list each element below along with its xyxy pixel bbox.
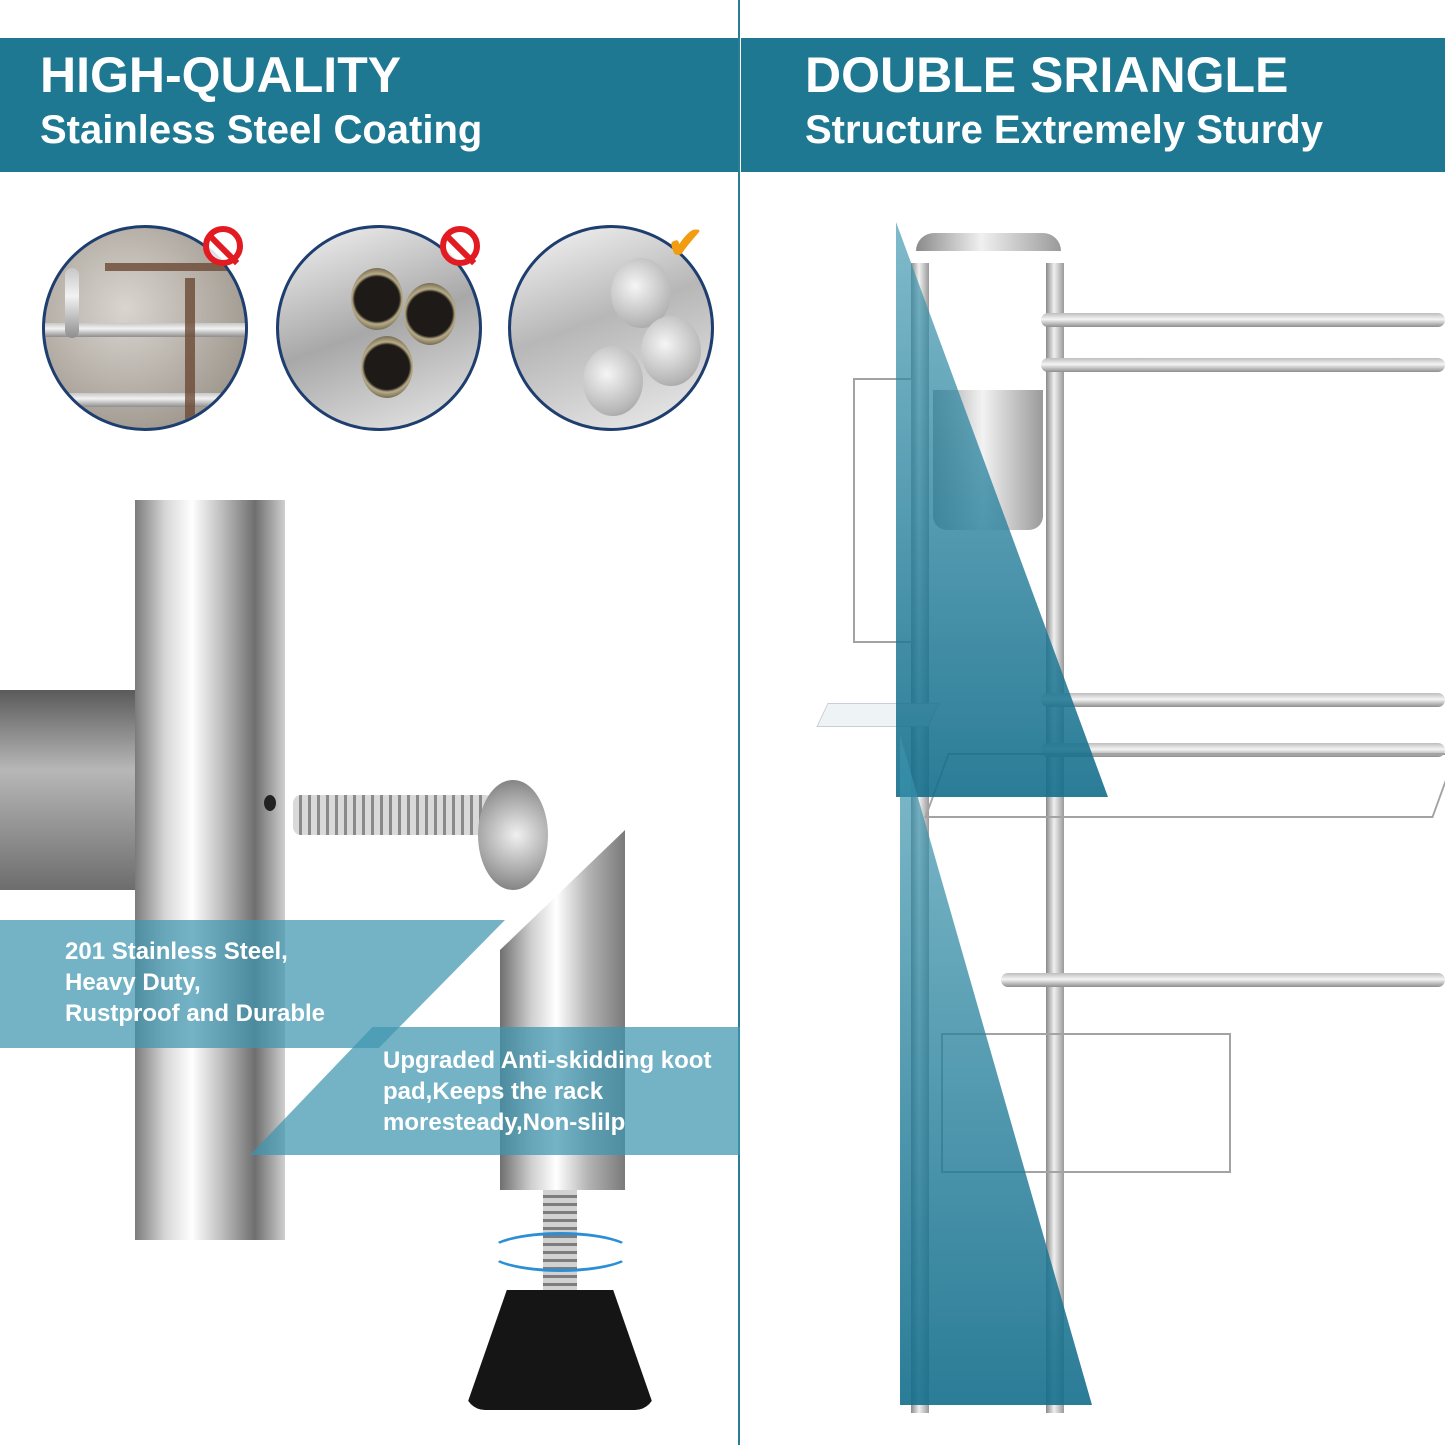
prohibited-icon	[440, 226, 480, 266]
left-banner-title: HIGH-QUALITY	[40, 47, 402, 103]
callout-line: pad,Keeps the rack	[383, 1078, 604, 1105]
callout-line: moresteady,Non-slilp	[383, 1109, 626, 1136]
screw-image	[293, 795, 493, 835]
right-banner-title: DOUBLE SRIANGLE	[805, 47, 1289, 103]
hollow-tubes-image	[276, 225, 482, 431]
dish-rack-image	[741, 173, 1445, 1445]
right-banner: DOUBLE SRIANGLE Structure Extremely Stur…	[741, 38, 1445, 172]
right-banner-subtitle: Structure Extremely Sturdy	[805, 108, 1323, 152]
screw-hole	[264, 795, 276, 811]
checkmark-icon: ✔	[667, 219, 704, 268]
callout-line: Upgraded Anti-skidding koot	[383, 1047, 712, 1074]
callout-line: 201 Stainless Steel,	[65, 938, 288, 965]
rotate-arrow-icon	[488, 1232, 633, 1272]
steel-pillar-image	[135, 500, 285, 1240]
left-banner: HIGH-QUALITY Stainless Steel Coating	[0, 38, 738, 172]
screw-head-image	[478, 780, 548, 890]
prohibited-icon	[203, 226, 243, 266]
shelf-bracket-image	[0, 690, 140, 890]
callout-line: Rustproof and Durable	[65, 1000, 326, 1027]
solid-rods-image	[508, 225, 714, 431]
left-banner-subtitle: Stainless Steel Coating	[40, 108, 483, 152]
callout-line: Heavy Duty,	[65, 969, 201, 996]
anti-skid-foot-pad-image	[465, 1290, 655, 1410]
panel-divider	[738, 0, 740, 1445]
